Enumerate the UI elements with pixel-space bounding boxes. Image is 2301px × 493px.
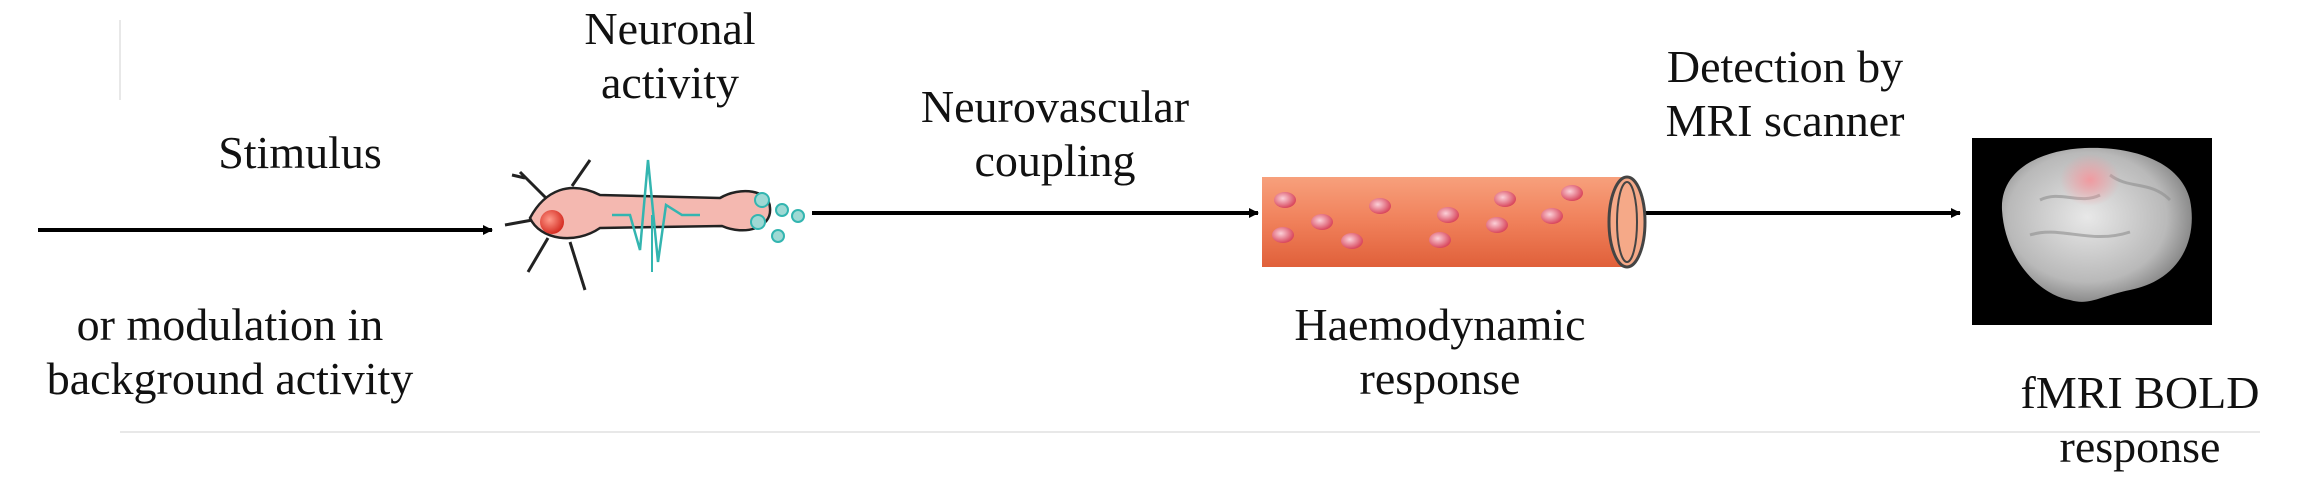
neurovascular-coupling-label: Neurovascular coupling	[875, 80, 1235, 188]
modulation-label-line2: background activity	[46, 353, 414, 404]
neuronal-label-line1: Neuronal	[584, 3, 756, 54]
neuronal-activity-label: Neuronal activity	[555, 2, 785, 110]
blood-cells	[1272, 185, 1583, 249]
haemodynamic-response-label: Haemodynamic response	[1245, 298, 1635, 406]
modulation-label-line1: or modulation in	[76, 299, 384, 350]
blood-vessel-icon	[1262, 175, 1647, 269]
coupling-label-line2: coupling	[974, 135, 1136, 186]
haemo-label-line2: response	[1359, 353, 1521, 404]
brain-scan-icon	[1972, 138, 2212, 325]
haemo-label-line1: Haemodynamic	[1294, 299, 1586, 350]
mri-detection-label: Detection by MRI scanner	[1625, 40, 1945, 148]
detection-label-line2: MRI scanner	[1665, 95, 1905, 146]
fmri-label-line2: response	[2059, 421, 2221, 472]
modulation-label: or modulation in background activity	[0, 298, 460, 406]
detection-label-line1: Detection by	[1666, 41, 1904, 92]
coupling-label-line1: Neurovascular	[920, 81, 1190, 132]
stimulus-label: Stimulus	[218, 127, 382, 178]
fmri-label-line1: fMRI BOLD	[2020, 367, 2260, 418]
neuron-icon	[504, 159, 805, 291]
neuronal-label-line2: activity	[601, 57, 739, 108]
fmri-bold-label: fMRI BOLD response	[1985, 366, 2295, 474]
